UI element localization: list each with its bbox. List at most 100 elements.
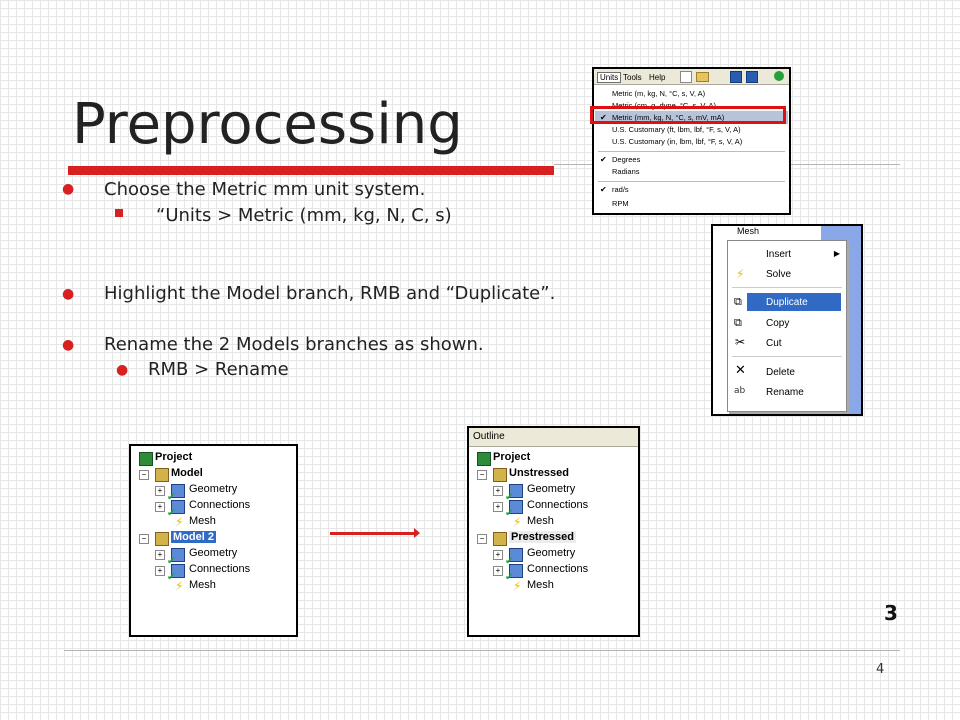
lightning-icon: ⚡ xyxy=(175,579,184,593)
geometry-icon xyxy=(509,484,523,498)
bullet-text-5: RMB > Rename xyxy=(148,359,289,380)
units-item-metric-cm[interactable]: Metric (cm, g, dyne, °C, s, V, A) xyxy=(612,101,717,110)
page-number: 4 xyxy=(876,662,885,677)
tree-geometry-1[interactable]: Geometry xyxy=(527,483,576,495)
footer-rule xyxy=(64,650,900,651)
model-icon xyxy=(155,468,169,482)
menu-divider xyxy=(732,287,842,288)
units-item-metric-m[interactable]: Metric (m, kg, N, °C, s, V, A) xyxy=(612,89,706,98)
new-file-icon[interactable] xyxy=(680,71,692,83)
tree-mesh-1[interactable]: Mesh xyxy=(189,515,216,527)
check-icon: ✔ xyxy=(600,113,607,122)
expand-icon[interactable]: + xyxy=(155,486,165,496)
tree-connections-1[interactable]: Connections xyxy=(527,499,589,511)
ctx-cut[interactable]: Cut xyxy=(766,338,782,349)
highlight-box xyxy=(590,106,786,124)
ctx-copy[interactable]: Copy xyxy=(766,318,790,329)
model-icon xyxy=(493,468,507,482)
lightning-icon: ⚡ xyxy=(513,515,522,529)
tree-root-project[interactable]: Project xyxy=(155,451,193,463)
tree-mesh-2[interactable]: Mesh xyxy=(527,579,554,591)
expand-icon[interactable]: + xyxy=(493,550,503,560)
collapse-icon[interactable]: − xyxy=(477,470,487,480)
bullet-text-2: “Units > Metric (mm, kg, N, C, s) xyxy=(156,205,452,226)
bullet-dot: ● xyxy=(62,286,75,302)
menu-divider xyxy=(732,356,842,357)
tree-mesh-2[interactable]: Mesh xyxy=(189,579,216,591)
ctx-rename[interactable]: Rename xyxy=(766,387,804,398)
delete-x-icon: ✕ xyxy=(735,363,746,378)
tree-geometry-1[interactable]: Geometry xyxy=(189,483,238,495)
expand-icon[interactable]: + xyxy=(155,550,165,560)
menubar-units[interactable]: Units xyxy=(597,72,622,83)
check-icon: ✔ xyxy=(505,556,514,567)
project-icon xyxy=(477,452,491,466)
lightning-icon: ⚡ xyxy=(175,515,184,529)
units-item-us-ft[interactable]: U.S. Customary (ft, lbm, lbf, °F, s, V, … xyxy=(612,125,741,134)
expand-icon[interactable]: + xyxy=(493,502,503,512)
expand-icon[interactable]: + xyxy=(493,566,503,576)
submenu-arrow-icon: ▶ xyxy=(833,249,840,258)
project-icon xyxy=(139,452,153,466)
tree-model-unstressed[interactable]: Unstressed xyxy=(509,467,569,479)
units-item-rads[interactable]: rad/s xyxy=(612,185,629,194)
units-item-rpm[interactable]: RPM xyxy=(612,199,629,208)
units-dropdown: Metric (m, kg, N, °C, s, V, A) Metric (c… xyxy=(594,85,789,213)
slide-title: Preprocessing xyxy=(72,92,463,157)
check-icon: ✔ xyxy=(167,508,176,519)
menubar-help[interactable]: Help xyxy=(649,73,666,82)
tree-model-2[interactable]: Model 2 xyxy=(171,531,216,543)
bullet-dot: ● xyxy=(116,362,129,378)
bullet-square xyxy=(115,209,123,217)
tree-geometry-2[interactable]: Geometry xyxy=(189,547,238,559)
collapse-icon[interactable]: − xyxy=(139,470,149,480)
tree-connections-2[interactable]: Connections xyxy=(527,563,589,575)
expand-icon[interactable]: + xyxy=(155,502,165,512)
context-menu-screenshot: Mesh Insert ▶ ⚡ Solve ⧉ Duplicate ⧉ Copy… xyxy=(711,224,863,416)
tree-item-mesh[interactable]: Mesh xyxy=(737,226,760,236)
menu-divider xyxy=(598,151,785,152)
ctx-delete[interactable]: Delete xyxy=(766,367,795,378)
expand-icon[interactable]: + xyxy=(155,566,165,576)
save-all-icon[interactable] xyxy=(746,71,758,83)
collapse-icon[interactable]: − xyxy=(477,534,487,544)
menubar-tools[interactable]: Tools xyxy=(623,73,642,82)
check-icon: ✔ xyxy=(167,556,176,567)
tree-mesh-1[interactable]: Mesh xyxy=(527,515,554,527)
tree-geometry-2[interactable]: Geometry xyxy=(527,547,576,559)
tree-model-prestressed[interactable]: Prestressed xyxy=(509,531,576,543)
check-icon: ✔ xyxy=(167,572,176,583)
ctx-duplicate[interactable]: Duplicate xyxy=(766,297,808,308)
tree-after-panel: Outline Project − Unstressed + ✔ Geometr… xyxy=(467,426,640,637)
tree-connections-1[interactable]: Connections xyxy=(189,499,251,511)
bullet-dot: ● xyxy=(62,337,75,353)
ctx-solve[interactable]: Solve xyxy=(766,269,792,280)
rename-icon: ab xyxy=(734,386,746,396)
open-folder-icon[interactable] xyxy=(696,72,709,82)
arrow-head xyxy=(414,528,420,538)
save-icon[interactable] xyxy=(730,71,742,83)
bullet-text-4: Rename the 2 Models branches as shown. xyxy=(104,334,484,355)
units-item-metric-mm[interactable]: Metric (mm, kg, N, °C, s, mV, mA) xyxy=(612,113,725,122)
ctx-highlight xyxy=(747,293,841,311)
units-item-radians[interactable]: Radians xyxy=(612,167,640,176)
check-icon: ✔ xyxy=(505,508,514,519)
tree-root-project[interactable]: Project xyxy=(493,451,531,463)
transition-arrow xyxy=(330,532,418,535)
duplicate-icon: ⧉ xyxy=(734,295,742,308)
collapse-icon[interactable]: − xyxy=(139,534,149,544)
units-item-degrees[interactable]: Degrees xyxy=(612,155,641,164)
expand-icon[interactable]: + xyxy=(493,486,503,496)
menu-divider xyxy=(598,181,785,182)
check-ok-icon[interactable] xyxy=(774,71,784,81)
tree-model-1[interactable]: Model xyxy=(171,467,203,479)
context-menu: Insert ▶ ⚡ Solve ⧉ Duplicate ⧉ Copy ✂ Cu… xyxy=(727,240,847,412)
units-item-us-in[interactable]: U.S. Customary (in, lbm, lbf, °F, s, V, … xyxy=(612,137,743,146)
bullet-text-1: Choose the Metric mm unit system. xyxy=(104,179,426,200)
ctx-insert[interactable]: Insert xyxy=(766,249,792,260)
tree-connections-2[interactable]: Connections xyxy=(189,563,251,575)
model-icon xyxy=(493,532,507,546)
units-item-highlight xyxy=(595,111,788,124)
outline-title: Outline xyxy=(473,431,505,442)
connections-icon xyxy=(509,564,523,578)
